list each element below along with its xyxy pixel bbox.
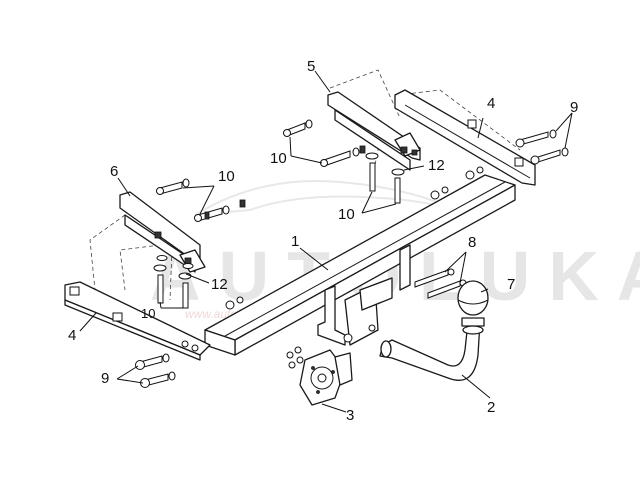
callout-3: 3	[346, 407, 354, 424]
callout-10-left-upper: 10	[218, 168, 235, 185]
callout-8: 8	[468, 234, 476, 251]
side-bracket-left	[64, 281, 211, 361]
callout-9-left: 9	[101, 370, 109, 387]
callout-7: 7	[507, 276, 515, 293]
tow-ball	[457, 280, 489, 335]
callout-10-upper: 10	[270, 150, 287, 167]
callout-9-right: 9	[570, 99, 578, 116]
fasteners	[135, 119, 569, 388]
callout-10-left-lower: 10	[141, 306, 155, 321]
callout-10-middle: 10	[338, 206, 355, 223]
leader-lines	[79, 70, 573, 413]
callout-5: 5	[307, 58, 315, 75]
callout-12-left: 12	[211, 276, 228, 293]
callout-6: 6	[110, 163, 118, 180]
callout-4-right: 4	[487, 95, 495, 112]
main-crossbar	[204, 174, 516, 356]
callout-12-right: 12	[428, 157, 445, 174]
callout-labels: 1 2 3 4 4 5 6 7 8 9 9 10 10 10 10 12 12	[68, 58, 578, 424]
mounting-plate-right	[327, 91, 421, 171]
callout-4-left: 4	[68, 327, 76, 344]
callout-2: 2	[487, 399, 495, 416]
side-bracket-right	[394, 89, 536, 186]
callout-1: 1	[291, 233, 299, 250]
watermark-car-outline	[194, 179, 456, 216]
mounting-plate-left	[119, 191, 206, 273]
socket-plate	[299, 349, 353, 406]
